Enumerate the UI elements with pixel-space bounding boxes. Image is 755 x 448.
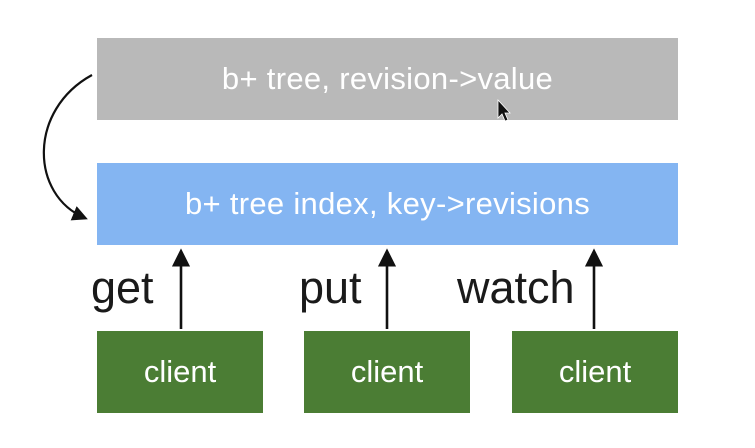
revision-value-tree-box: b+ tree, revision->value xyxy=(97,38,678,120)
key-revisions-index-box: b+ tree index, key->revisions xyxy=(97,163,678,245)
key-revisions-index-label: b+ tree index, key->revisions xyxy=(184,186,590,221)
client-box-get: client xyxy=(97,331,263,413)
client-box-watch: client xyxy=(512,331,678,413)
client-box-put: client xyxy=(304,331,470,413)
revision-value-tree-label: b+ tree, revision->value xyxy=(221,61,554,96)
client-label: client xyxy=(143,354,217,389)
put-operation-label: put xyxy=(299,262,362,313)
client-label: client xyxy=(558,354,632,389)
client-label: client xyxy=(350,354,424,389)
watch-operation-label: watch xyxy=(457,262,575,313)
storage-to-index-curve-arrow xyxy=(42,74,93,221)
get-operation-label: get xyxy=(91,262,154,313)
